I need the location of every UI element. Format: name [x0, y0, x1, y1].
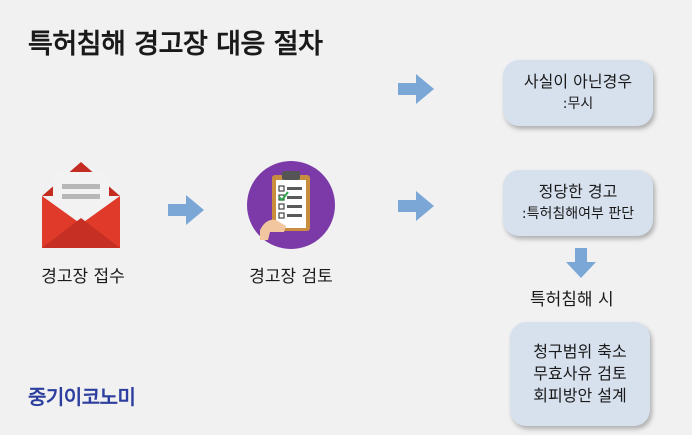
publisher-logo: 중기이코노미 — [28, 385, 136, 409]
outcome-valid-warning-line1: 정당한 경고 — [538, 182, 618, 201]
step-review-label: 경고장 검토 — [249, 267, 333, 287]
outcome-valid-warning-line2: :특허침해여부 판단 — [521, 206, 635, 222]
clipboard-checklist-icon — [246, 160, 336, 250]
arrow-right-icon — [398, 191, 434, 221]
diagram-title: 특허침해 경고장 대응 절차 — [28, 29, 323, 60]
outcome-valid-warning-box: 정당한 경고 :특허침해여부 판단 — [503, 170, 653, 236]
action-item: 회피방안 설계 — [533, 386, 627, 405]
envelope-icon — [40, 158, 122, 250]
arrow-down-icon — [566, 248, 596, 278]
step-receive-label: 경고장 접수 — [41, 267, 125, 287]
action-item: 무효사유 검토 — [533, 364, 627, 383]
if-infringing-label: 특허침해 시 — [530, 290, 614, 310]
arrow-right-icon — [398, 74, 434, 104]
outcome-not-warning-line2: :무시 — [562, 96, 594, 112]
outcome-not-warning-box: 사실이 아닌경우 :무시 — [503, 60, 653, 126]
arrow-right-icon — [168, 195, 204, 225]
action-item: 청구범위 축소 — [533, 342, 627, 361]
outcome-not-warning-line1: 사실이 아닌경우 — [523, 72, 633, 91]
actions-box: 청구범위 축소 무효사유 검토 회피방안 설계 — [510, 322, 650, 426]
